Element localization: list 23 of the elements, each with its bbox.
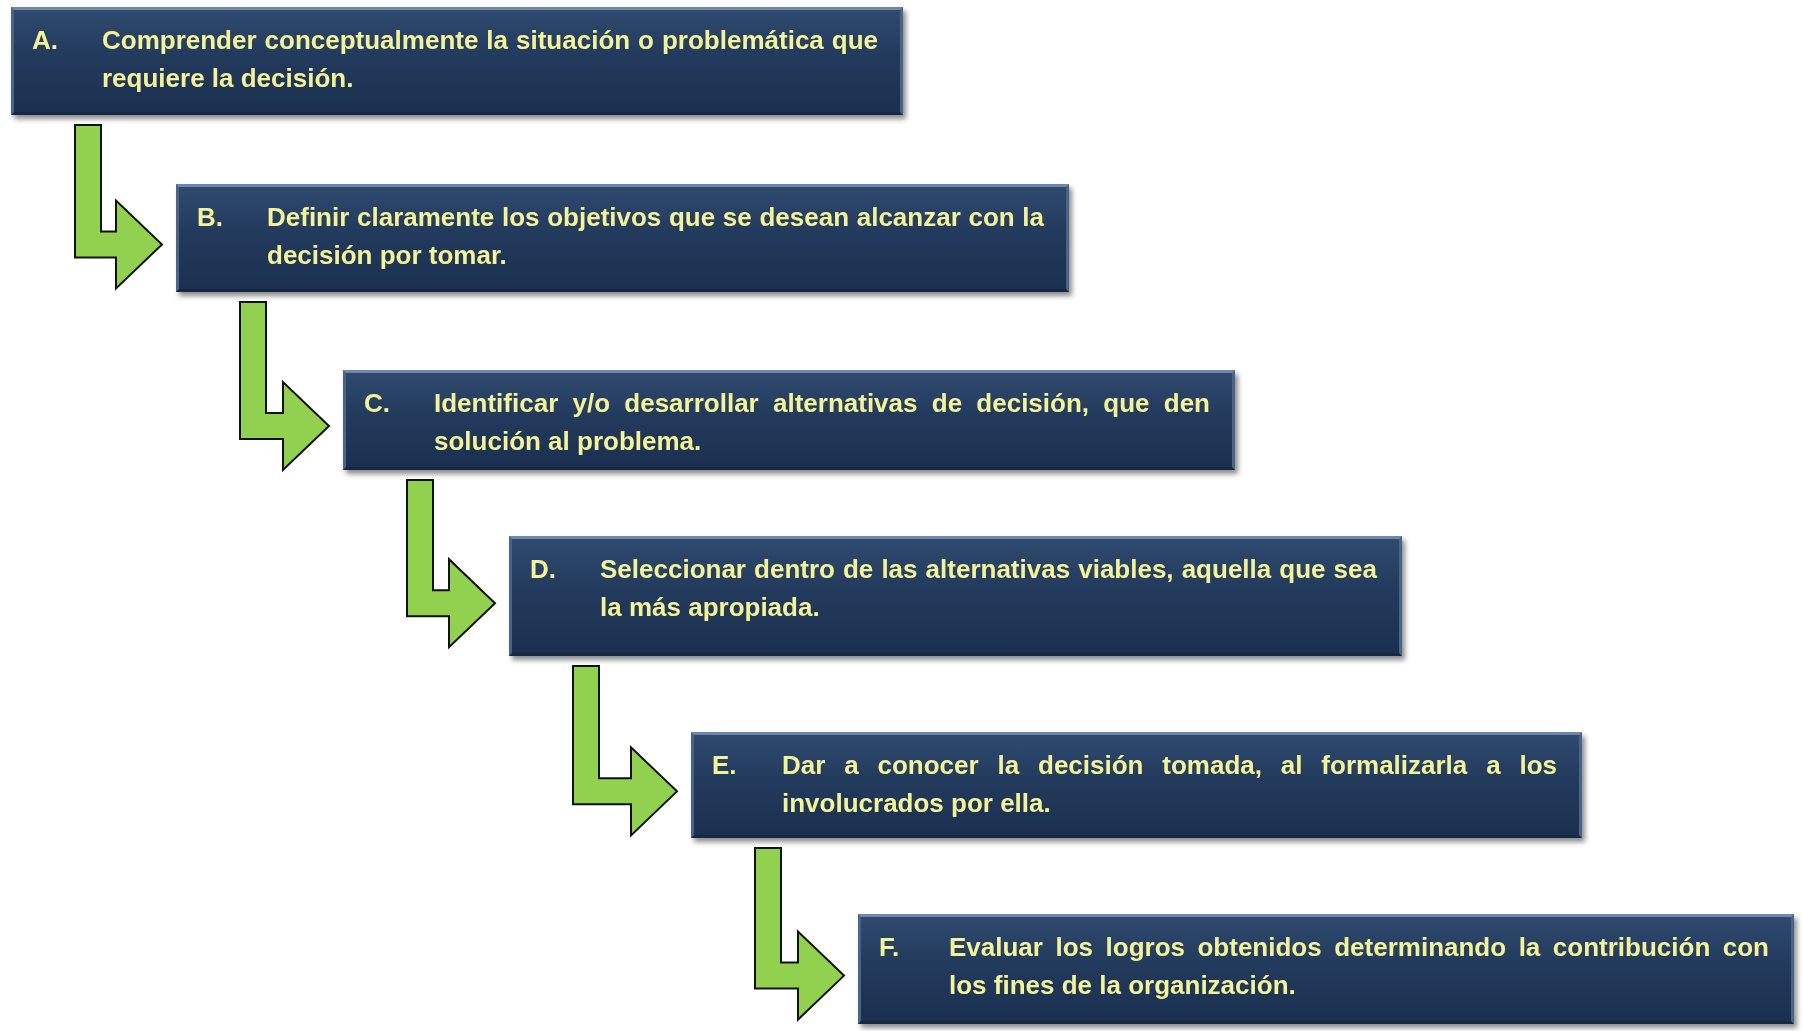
step-text: Seleccionar dentro de las alternativas viables, aquella que sea la más apropiada. [600,553,1377,624]
bent-arrow [754,847,846,1022]
step-text: Evaluar los logros obtenidos determinando la contribución con los fines de la organización. [949,931,1769,1002]
step-box [691,732,1582,838]
step-text: Dar a conocer la decisión tomada, al formalizarla a los involucrados por ella. [782,749,1557,820]
bent-arrow [572,665,679,838]
step-letter: F. [879,931,900,964]
step-box [176,184,1069,292]
bent-arrow [406,479,497,650]
step-letter: C. [364,387,390,420]
step-letter: E. [712,749,737,782]
bent-arrow [239,301,331,473]
step-letter: D. [530,553,556,586]
step-text: Identificar y/o desarrollar alternativas de decisión, que den solución al problema. [434,387,1210,458]
step-box [509,536,1402,656]
step-text: Definir claramente los objetivos que se desean alcanzar con la decisión por tomar. [267,201,1044,272]
step-text: Comprender conceptualmente la situación o problemática que requiere la decisión. [102,24,878,95]
step-box [858,914,1794,1024]
step-box [11,7,903,115]
step-letter: B. [197,201,223,234]
step-box [343,370,1235,470]
bent-arrow [74,124,164,291]
step-letter: A. [32,24,58,57]
